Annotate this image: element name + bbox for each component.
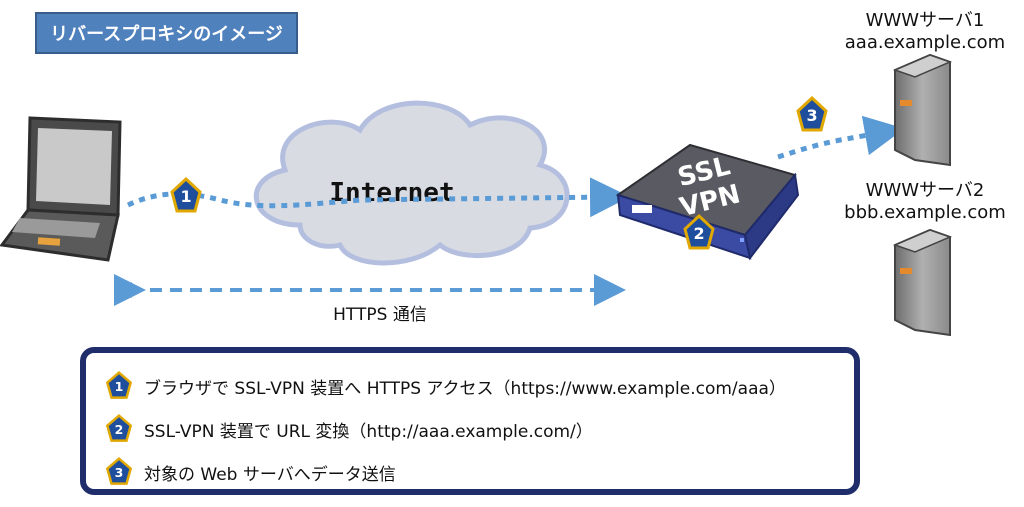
server-1-icon bbox=[892, 53, 953, 167]
legend-item-2-text: SSL-VPN 装置で URL 変換（http://aaa.example.co… bbox=[144, 421, 593, 442]
step-badge-3: 3 bbox=[796, 95, 828, 132]
server-1-label: WWWサーバ1 aaa.example.com bbox=[815, 10, 1024, 54]
server-2-host: bbb.example.com bbox=[844, 202, 1006, 223]
vpn-brand-logo bbox=[632, 205, 652, 213]
legend-badge-2-icon: 2 bbox=[105, 414, 133, 442]
legend-badge-3-icon: 3 bbox=[105, 457, 133, 485]
legend-badge-1-icon: 1 bbox=[105, 371, 133, 399]
svg-text:3: 3 bbox=[806, 106, 817, 125]
steps-legend: 1 ブラウザで SSL-VPN 装置へ HTTPS アクセス（https://w… bbox=[80, 347, 860, 495]
internet-label: Internet bbox=[329, 178, 454, 208]
svg-text:1: 1 bbox=[180, 187, 191, 206]
server-1-host: aaa.example.com bbox=[844, 32, 1006, 53]
https-label: HTTPS 通信 bbox=[333, 305, 427, 325]
svg-text:2: 2 bbox=[115, 422, 124, 437]
request-flow-arrow bbox=[126, 177, 630, 218]
internet-cloud: Internet bbox=[253, 100, 570, 266]
https-arrow-left-head bbox=[118, 282, 132, 298]
svg-text:3: 3 bbox=[115, 465, 124, 480]
server-2-label: WWWサーバ2 bbb.example.com bbox=[815, 180, 1024, 224]
server-2-name: WWWサーバ2 bbox=[865, 180, 985, 201]
step-badge-2: 2 bbox=[683, 213, 715, 250]
legend-item-3-text: 対象の Web サーバへデータ送信 bbox=[144, 464, 396, 485]
diagram-title: リバースプロキシのイメージ bbox=[35, 12, 298, 54]
forward-flow-arrow bbox=[777, 115, 905, 160]
server-2-icon bbox=[892, 228, 953, 337]
ssl-vpn-device: SSL VPN bbox=[615, 143, 800, 261]
legend-item-1-text: ブラウザで SSL-VPN 装置へ HTTPS アクセス（https://www… bbox=[144, 378, 786, 399]
step-badge-1: 1 bbox=[170, 176, 202, 213]
legend-item-3: 3 対象の Web サーバへデータ送信 bbox=[104, 455, 396, 489]
legend-item-2: 2 SSL-VPN 装置で URL 変換（http://aaa.example.… bbox=[104, 412, 593, 446]
svg-text:2: 2 bbox=[693, 224, 704, 243]
legend-item-1: 1 ブラウザで SSL-VPN 装置へ HTTPS アクセス（https://w… bbox=[104, 369, 786, 403]
svg-text:1: 1 bbox=[115, 379, 124, 394]
server-1-name: WWWサーバ1 bbox=[865, 10, 985, 31]
laptop-icon bbox=[0, 116, 122, 262]
